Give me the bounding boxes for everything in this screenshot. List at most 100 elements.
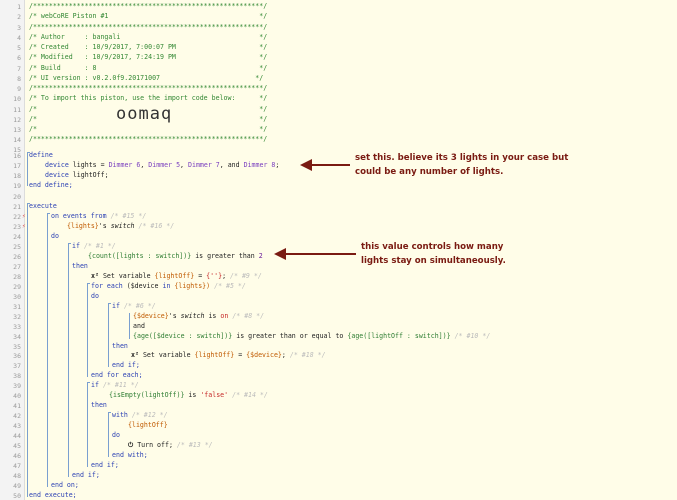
set-variable-line[interactable]: x² Set variable {lightOff} = {$device}; … xyxy=(131,350,326,360)
switch-attribute: switch xyxy=(180,312,205,320)
line-number: 50 xyxy=(13,492,21,500)
device-dimmer-8[interactable]: Dimmer 8 xyxy=(243,161,276,169)
end-if-line[interactable]: end if; xyxy=(91,461,119,469)
line-number: 33 xyxy=(13,323,21,331)
block-tick xyxy=(27,203,30,204)
line-number: 7 xyxy=(17,65,21,73)
on-value: on xyxy=(220,312,229,320)
do-line[interactable]: do xyxy=(112,431,120,439)
lights-ref: {lights}) xyxy=(174,282,211,290)
do-line[interactable]: do xyxy=(91,292,99,300)
for-each-line[interactable]: for each ($device in {lights}) /* #5 */ xyxy=(91,281,246,291)
end-on-line[interactable]: end on; xyxy=(51,481,79,489)
and-line[interactable]: and xyxy=(133,322,145,330)
annotation-line: this value controls how many xyxy=(361,242,504,252)
import-code[interactable]: oomaq xyxy=(116,104,173,124)
device-dimmer-5[interactable]: Dimmer 5 xyxy=(148,161,181,169)
on-events-line[interactable]: on events from /* #15 */ xyxy=(51,211,146,221)
line-number: 49 xyxy=(13,482,21,490)
is-word: is xyxy=(184,391,201,399)
end-with-line[interactable]: end with; xyxy=(112,451,148,459)
equals: = xyxy=(234,351,247,359)
threshold-value[interactable]: 2 xyxy=(258,252,263,260)
power-icon: ⏻ xyxy=(128,441,134,449)
statement-id: /* #11 */ xyxy=(102,381,139,389)
end-for-each-line[interactable]: end for each; xyxy=(91,371,143,379)
statement-id: /* #10 */ xyxy=(454,332,491,340)
if2-block-bar xyxy=(87,382,88,467)
device-lightoff-line[interactable]: device lightOff; xyxy=(45,170,109,180)
then-line[interactable]: then xyxy=(112,342,128,350)
event-condition-line[interactable]: {lights}'s switch /* #16 */ xyxy=(67,221,174,231)
execute-line[interactable]: execute xyxy=(29,202,57,210)
lightoff-device-line[interactable]: {lightOff} xyxy=(128,421,168,429)
line-number: 46 xyxy=(13,452,21,460)
if-line[interactable]: if /* #6 */ xyxy=(112,301,156,311)
line-number: 25 xyxy=(13,243,21,251)
line-number: 23 xyxy=(13,223,21,231)
line-number: 17 xyxy=(13,162,21,170)
header-stars-line: /***************************************… xyxy=(29,135,268,143)
define-line[interactable]: define xyxy=(29,150,53,160)
if-line[interactable]: if /* #1 */ xyxy=(72,241,116,251)
device-dimmer-6[interactable]: Dimmer 6 xyxy=(108,161,141,169)
line-number: 31 xyxy=(13,303,21,311)
line-number: 37 xyxy=(13,362,21,370)
header-build-line: /* Build : 8 */ xyxy=(29,64,268,72)
count-condition-line[interactable]: {count([lights : switch])} is greater th… xyxy=(88,251,263,261)
line-number: 14 xyxy=(13,136,21,144)
line-number: 20 xyxy=(13,193,21,201)
line-number: 26 xyxy=(13,253,21,261)
annotation-arrow-1 xyxy=(300,159,350,171)
statement-id: /* #15 */ xyxy=(110,212,147,220)
line-number: 28 xyxy=(13,273,21,281)
then-line[interactable]: then xyxy=(72,262,88,270)
lightoff-name: lightOff xyxy=(72,171,105,179)
age-device-expression: {age([$device : switch])} xyxy=(133,332,233,340)
do-line[interactable]: do xyxy=(51,232,59,240)
annotation-line: lights stay on simultaneously. xyxy=(361,256,506,266)
set-variable-icon: x² xyxy=(131,351,139,359)
blank-comment-line: /* */ xyxy=(29,115,268,123)
end-if-line[interactable]: end if; xyxy=(72,471,100,479)
device-keyword: device xyxy=(45,161,69,169)
line-number: 21 xyxy=(13,203,21,211)
line-number: 44 xyxy=(13,432,21,440)
set-variable-line[interactable]: x² Set variable {lightOff} = {''}; /* #9… xyxy=(91,271,262,281)
lights-ref: {lights} xyxy=(67,222,99,230)
header-stars-line: /***************************************… xyxy=(29,23,268,31)
isempty-condition-line[interactable]: {isEmpty(lightOff)} is 'false' /* #14 */ xyxy=(109,390,268,400)
equals: = xyxy=(194,272,207,280)
age-condition-line[interactable]: {age([$device : switch])} is greater tha… xyxy=(133,331,490,341)
set-variable-icon: x² xyxy=(91,272,99,280)
count-expression: {count([lights : switch])} xyxy=(88,252,192,260)
line-number: 40 xyxy=(13,392,21,400)
turn-off-line[interactable]: ⏻ Turn off; /* #13 */ xyxy=(128,440,213,450)
device-lights-line[interactable]: device lights = Dimmer 6, Dimmer 5, Dimm… xyxy=(45,160,279,170)
then-line[interactable]: then xyxy=(91,401,107,409)
with-line[interactable]: with /* #12 */ xyxy=(112,410,168,420)
line-number: 41 xyxy=(13,402,21,410)
device-dimmer-7[interactable]: Dimmer 7 xyxy=(188,161,220,169)
line-number: 18 xyxy=(13,172,21,180)
end-if-line[interactable]: end if; xyxy=(112,361,140,369)
end-define-line[interactable]: end define; xyxy=(29,181,73,189)
line-number: 39 xyxy=(13,382,21,390)
end-execute-line[interactable]: end execute; xyxy=(29,491,77,499)
line-number: 38 xyxy=(13,372,21,380)
false-value: 'false' xyxy=(200,391,229,399)
annotation-line: could be any number of lights. xyxy=(355,167,504,177)
if-line[interactable]: if /* #11 */ xyxy=(91,380,139,390)
annotation-threshold-note: this value controls how many lights stay… xyxy=(361,240,506,268)
line-number: 12 xyxy=(13,116,21,124)
header-author-line: /* Author : bangali */ xyxy=(29,33,268,41)
line-number: 11 xyxy=(13,106,21,114)
execute-block-bar xyxy=(27,203,28,497)
if-block-bar xyxy=(68,243,69,477)
line-number: 16 xyxy=(13,152,21,160)
device-switch-condition-line[interactable]: {$device}'s switch is on /* #8 */ xyxy=(133,311,264,321)
set-variable-text: Set variable xyxy=(142,351,195,359)
block-tick xyxy=(68,243,71,244)
line-number: 2 xyxy=(17,13,21,21)
